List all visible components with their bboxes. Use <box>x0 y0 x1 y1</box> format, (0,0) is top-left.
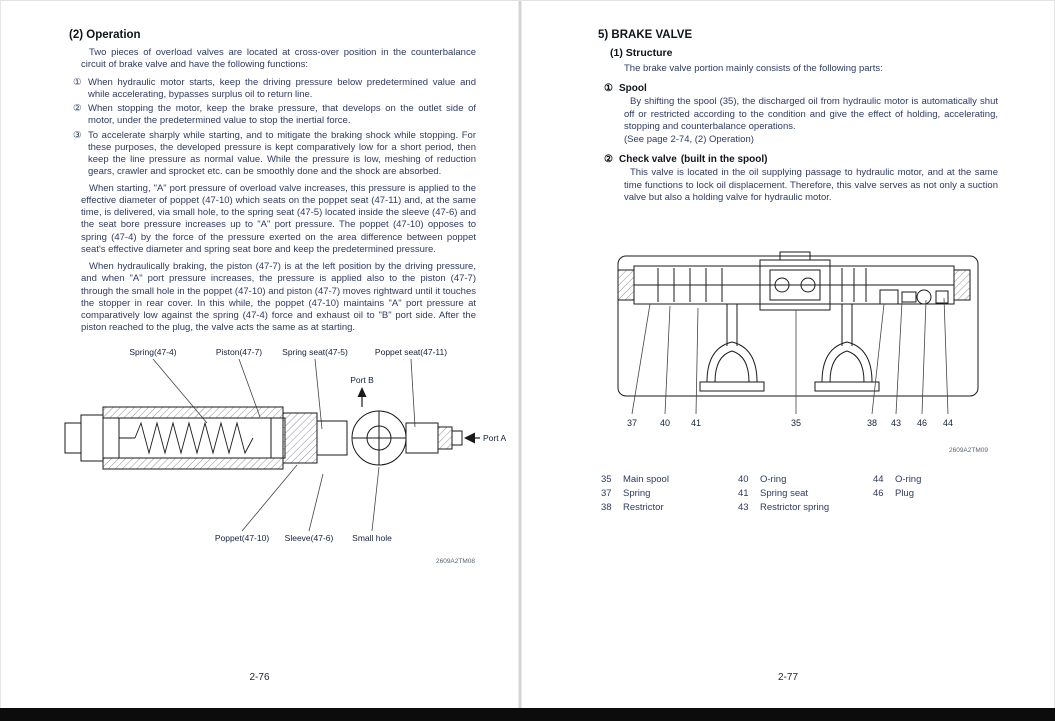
part-name: Restrictor <box>622 502 664 513</box>
page-left: (2) Operation Two pieces of overload val… <box>0 1 518 709</box>
callout-40: 40 <box>660 418 670 428</box>
part-number: 46 <box>872 488 884 499</box>
item-text: When stopping the motor, keep the brake … <box>88 103 476 127</box>
spool-heading: ① Spool <box>604 83 998 94</box>
label-spring: Spring(47-4) <box>129 347 176 357</box>
check-valve-heading-number: ② <box>603 154 613 166</box>
operation-paragraph-braking: When hydraulically braking, the piston (… <box>81 261 476 334</box>
structure-intro: The brake valve portion mainly consists … <box>623 63 883 74</box>
label-port-b: Port B <box>350 375 374 385</box>
callout-43: 43 <box>891 418 901 428</box>
part-name: O-ring <box>759 474 787 485</box>
part-row: 46 Plug <box>873 488 921 499</box>
scan-bottom-bar <box>0 708 1055 721</box>
check-valve-heading-suffix: (built in the spool) <box>680 154 768 166</box>
part-number: 43 <box>737 502 749 513</box>
check-valve-heading-title: Check valve <box>618 154 677 166</box>
spool-paragraph: By shifting the spool (35), the discharg… <box>623 96 998 132</box>
part-name: Plug <box>894 488 914 499</box>
port-b-arrow-icon <box>357 386 367 407</box>
parts-column-1: 35 Main spool 37 Spring 38 Restrictor <box>601 474 738 513</box>
part-row: 35 Main spool <box>601 474 738 485</box>
callout-46: 46 <box>917 418 927 428</box>
valve-body-drawing <box>64 406 463 469</box>
page-right: 5) BRAKE VALVE (1) Structure The brake v… <box>521 1 1055 709</box>
part-name: O-ring <box>894 474 922 485</box>
label-spring-seat: Spring seat(47-5) <box>282 347 348 357</box>
label-poppet: Poppet(47-10) <box>215 533 270 543</box>
item-text: When hydraulic motor starts, keep the dr… <box>88 76 476 100</box>
callout-37: 37 <box>627 418 637 428</box>
part-name: Main spool <box>622 474 669 485</box>
part-number: 37 <box>600 488 612 499</box>
part-row: 43 Restrictor spring <box>738 502 873 513</box>
callout-44: 44 <box>943 418 953 428</box>
overload-valve-diagram: Spring(47-4) Piston(47-7) Spring seat(47… <box>64 347 506 565</box>
operation-item-2: ② When stopping the motor, keep the brak… <box>73 103 476 128</box>
item-number: ① <box>73 76 82 88</box>
part-row: 44 O-ring <box>873 474 921 485</box>
part-number: 38 <box>600 502 612 513</box>
item-number: ② <box>73 103 82 114</box>
operation-intro: Two pieces of overload valves are locate… <box>81 47 476 71</box>
parts-list: 35 Main spool 37 Spring 38 Restrictor 40 <box>601 474 998 513</box>
label-piston: Piston(47-7) <box>216 347 262 357</box>
item-text: To accelerate sharply while starting, an… <box>88 129 476 178</box>
label-sleeve: Sleeve(47-6) <box>285 533 334 543</box>
page-left-content: (2) Operation Two pieces of overload val… <box>1 1 518 571</box>
spool-heading-title: Spool <box>618 83 647 95</box>
page-number-right: 2-77 <box>777 672 798 683</box>
label-port-a: Port A <box>483 433 506 443</box>
leader-lines-bottom <box>241 464 380 531</box>
operation-items: ① When hydraulic motor starts, keep the … <box>73 77 476 179</box>
section-title-operation: (2) Operation <box>69 29 141 41</box>
part-row: 38 Restrictor <box>601 502 738 513</box>
page-gutter <box>518 1 522 709</box>
spool-heading-number: ① <box>603 83 613 95</box>
label-poppet-seat: Poppet seat(47-11) <box>375 347 447 357</box>
part-name: Restrictor spring <box>759 502 830 513</box>
spring-coil <box>134 420 254 455</box>
callout-35: 35 <box>791 418 801 428</box>
parts-column-3: 44 O-ring 46 Plug <box>873 474 921 513</box>
part-row: 40 O-ring <box>738 474 873 485</box>
parts-column-2: 40 O-ring 41 Spring seat 43 Restrictor s… <box>738 474 873 513</box>
page-right-content: 5) BRAKE VALVE (1) Structure The brake v… <box>522 1 1054 513</box>
part-number: 35 <box>600 474 612 485</box>
callout-leader-lines <box>631 297 949 415</box>
page-number-left: 2-76 <box>249 672 270 683</box>
subsection-structure: (1) Structure <box>609 47 673 59</box>
callout-41: 41 <box>691 418 701 428</box>
check-valve-heading: ② Check valve (built in the spool) <box>604 154 998 165</box>
operation-paragraph-starting: When starting, "A" port pressure of over… <box>81 182 476 255</box>
part-row: 37 Spring <box>601 488 738 499</box>
brake-valve-body-drawing <box>617 251 979 397</box>
item-number: ③ <box>73 129 82 141</box>
part-number: 40 <box>737 474 749 485</box>
check-valve-paragraph: This valve is located in the oil supplyi… <box>623 167 998 203</box>
section-title-brake-valve: 5) BRAKE VALVE <box>597 29 693 41</box>
spool-reference: (See page 2-74, (2) Operation) <box>623 134 754 145</box>
part-number: 41 <box>737 488 749 499</box>
part-number: 44 <box>872 474 884 485</box>
part-row: 41 Spring seat <box>738 488 873 499</box>
callout-38: 38 <box>867 418 877 428</box>
part-name: Spring <box>622 488 651 499</box>
part-name: Spring seat <box>759 488 809 499</box>
port-a-arrow-icon <box>464 432 480 443</box>
diagram-code-left: 2609A2TM08 <box>436 558 475 565</box>
diagram-code-right: 2609A2TM09 <box>949 447 988 454</box>
operation-item-3: ③ To accelerate sharply while starting, … <box>73 130 476 179</box>
operation-item-1: ① When hydraulic motor starts, keep the … <box>73 77 476 102</box>
label-small-hole: Small hole <box>352 533 392 543</box>
brake-valve-diagram: 37 40 41 35 38 43 46 44 2609A2TM09 <box>617 251 988 454</box>
